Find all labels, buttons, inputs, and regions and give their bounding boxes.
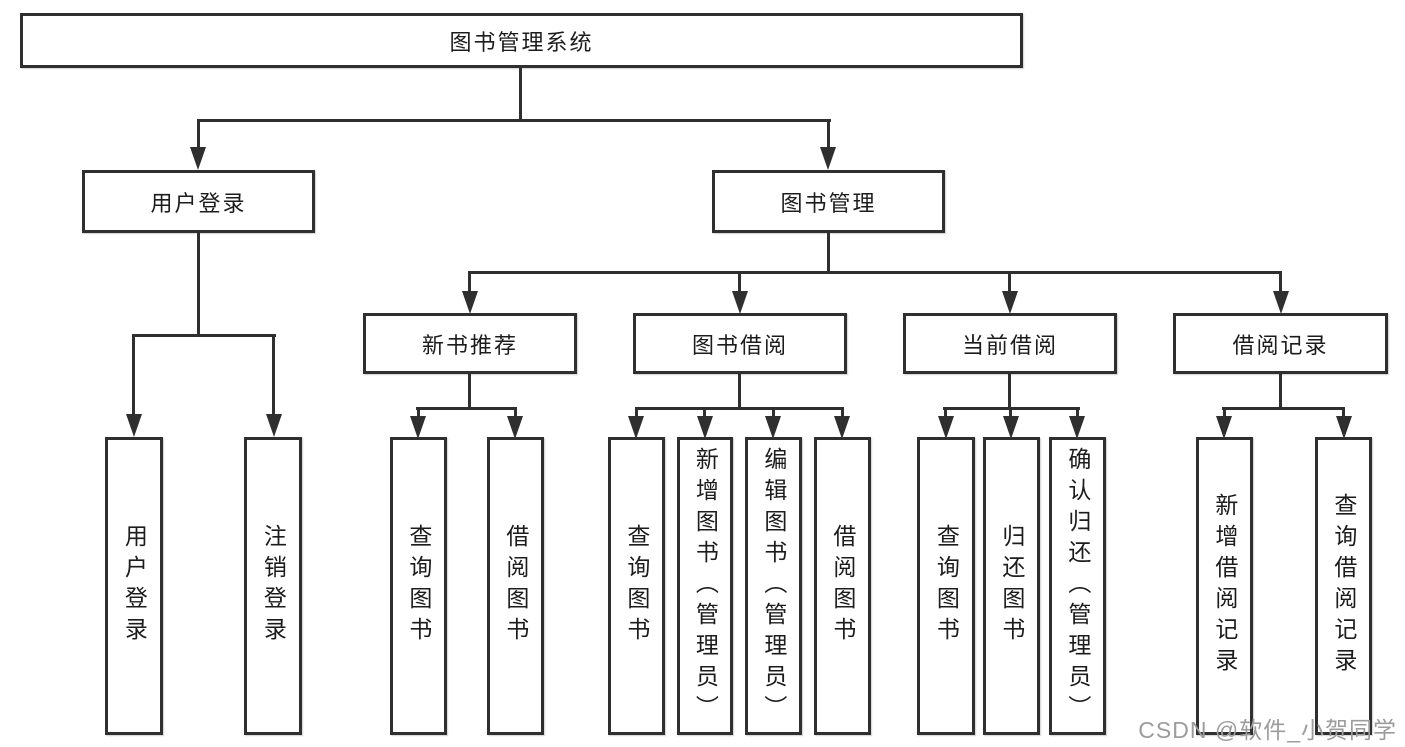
node-current-borrowing: 当前借阅 — [903, 313, 1117, 374]
leaf-node-user-login: 用户登录 — [105, 437, 163, 735]
connector-line — [827, 122, 830, 149]
leaf-node-query-books: 查询图书 — [608, 437, 665, 735]
node-label: 查询图书 — [933, 524, 960, 648]
node-label: 编辑图书（管理员） — [760, 446, 787, 726]
node-label: 图书管理 — [780, 190, 877, 216]
connector-line — [132, 334, 276, 337]
connector-line — [1076, 410, 1079, 418]
connector-line — [635, 410, 638, 418]
connector-line — [738, 274, 741, 292]
connector-line — [197, 122, 200, 149]
connector-line — [944, 410, 947, 418]
node-label: 新增图书（管理员） — [692, 446, 719, 726]
watermark: CSDN @软件_小贺同学 — [1138, 717, 1397, 743]
arrowhead-down-icon — [462, 291, 478, 314]
connector-line — [132, 337, 135, 416]
connector-line — [272, 337, 275, 416]
leaf-node-add-books-admin: 新增图书（管理员） — [677, 437, 733, 735]
node-library-management-system: 图书管理系统 — [20, 13, 1023, 68]
arrowhead-down-icon — [732, 291, 748, 314]
node-label: 借阅图书 — [502, 524, 529, 648]
connector-line — [1223, 410, 1226, 418]
node-label: 借阅记录 — [1232, 332, 1329, 358]
connector-line — [635, 407, 844, 410]
node-label: 查询借阅记录 — [1330, 493, 1357, 679]
node-user-login: 用户登录 — [82, 170, 315, 233]
connector-line — [1342, 410, 1345, 418]
connector-line — [1008, 274, 1011, 292]
arrowhead-down-icon — [628, 416, 644, 439]
arrowhead-down-icon — [1069, 416, 1085, 439]
leaf-node-logout: 注销登录 — [244, 437, 302, 735]
leaf-node-borrow-books: 借阅图书 — [814, 437, 871, 735]
connector-line — [1009, 410, 1012, 418]
node-label: 新书推荐 — [421, 332, 518, 358]
connector-line — [519, 68, 522, 121]
connector-line — [416, 407, 517, 410]
node-book-management: 图书管理 — [712, 170, 945, 233]
arrowhead-down-icon — [765, 416, 781, 439]
node-borrowing-records: 借阅记录 — [1173, 313, 1388, 374]
arrowhead-down-icon — [410, 416, 426, 439]
node-label: 用户登录 — [150, 190, 247, 216]
leaf-node-query-borrow-record: 查询借阅记录 — [1315, 437, 1372, 735]
connector-line — [772, 410, 775, 418]
connector-line — [468, 274, 471, 292]
connector-line — [1222, 407, 1345, 410]
node-label: 查询图书 — [623, 524, 650, 648]
leaf-node-borrow-books: 借阅图书 — [487, 437, 544, 735]
arrowhead-down-icon — [266, 414, 282, 437]
connector-line — [468, 271, 1282, 274]
node-label: 借阅图书 — [829, 524, 856, 648]
connector-line — [468, 374, 471, 408]
node-label: 图书借阅 — [691, 332, 788, 358]
connector-line — [417, 410, 420, 418]
arrowhead-down-icon — [1002, 291, 1018, 314]
leaf-node-return-books: 归还图书 — [983, 437, 1040, 735]
arrowhead-down-icon — [1216, 416, 1232, 439]
arrowhead-down-icon — [1336, 416, 1352, 439]
arrowhead-down-icon — [820, 147, 836, 170]
arrowhead-down-icon — [1273, 291, 1289, 314]
arrowhead-down-icon — [507, 416, 523, 439]
node-label: 确认归还（管理员） — [1064, 446, 1091, 726]
connector-line — [841, 410, 844, 418]
node-new-book-recommendation: 新书推荐 — [363, 313, 577, 374]
arrowhead-down-icon — [1003, 416, 1019, 439]
connector-line — [1279, 374, 1282, 408]
node-label: 图书管理系统 — [449, 29, 594, 55]
arrowhead-down-icon — [938, 416, 954, 439]
arrowhead-down-icon — [834, 416, 850, 439]
connector-line — [703, 410, 706, 418]
arrowhead-down-icon — [126, 414, 142, 437]
node-label: 用户登录 — [121, 524, 148, 648]
leaf-node-confirm-return-admin: 确认归还（管理员） — [1049, 437, 1106, 735]
node-label: 归还图书 — [998, 524, 1025, 648]
node-label: 注销登录 — [260, 524, 287, 648]
node-label: 当前借阅 — [961, 332, 1058, 358]
connector-line — [827, 233, 830, 273]
arrowhead-down-icon — [697, 416, 713, 439]
arrowhead-down-icon — [190, 147, 206, 170]
connector-line — [1008, 374, 1011, 408]
connector-line — [197, 233, 200, 335]
node-book-borrowing: 图书借阅 — [633, 313, 847, 374]
leaf-node-edit-books-admin: 编辑图书（管理员） — [745, 437, 802, 735]
connector-line — [514, 410, 517, 418]
node-label: 新增借阅记录 — [1211, 493, 1238, 679]
connector-line — [738, 374, 741, 408]
leaf-node-query-books: 查询图书 — [917, 437, 975, 735]
node-label: 查询图书 — [405, 524, 432, 648]
leaf-node-add-borrow-record: 新增借阅记录 — [1196, 437, 1253, 735]
connector-line — [197, 119, 831, 122]
connector-line — [1279, 274, 1282, 292]
connector-line — [943, 407, 1080, 410]
leaf-node-query-books: 查询图书 — [390, 437, 447, 735]
